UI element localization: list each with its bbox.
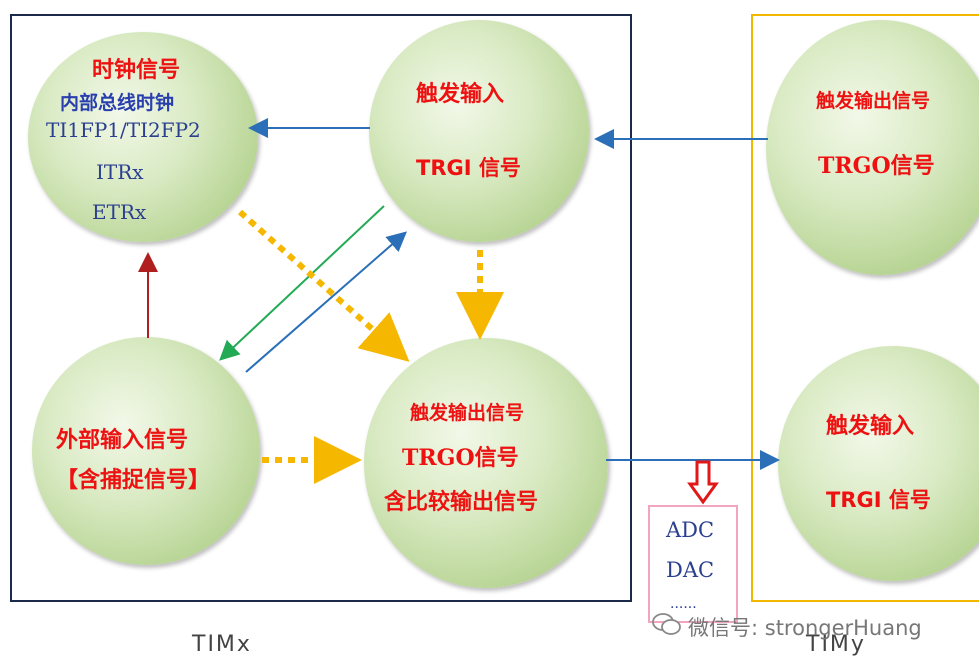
external-input-capture: 【含捕捉信号】 <box>56 467 211 493</box>
trigger-input-x-trgi: TRGI 信号 <box>416 156 521 180</box>
trigger-input-x-node <box>369 20 589 242</box>
trigger-output-x-title: 触发输出信号 <box>410 402 525 424</box>
adc-label: ADC <box>666 518 715 542</box>
timy-frame <box>751 14 979 602</box>
dac-label: DAC <box>666 558 715 582</box>
trigger-output-x-node <box>364 338 608 588</box>
clock-line-etrx: ETRx <box>92 200 147 224</box>
trigger-output-x-trgo: TRGO信号 <box>402 445 519 471</box>
trigger-input-y-node <box>778 346 979 581</box>
more-label: ...... <box>670 596 697 612</box>
trigger-output-y-node <box>766 20 979 275</box>
trigger-input-y-title: 触发输入 <box>826 413 915 439</box>
trigger-output-y-trgo: TRGO信号 <box>818 153 935 179</box>
watermark-text: 微信号: strongerHuang <box>688 616 922 640</box>
clock-title: 时钟信号 <box>92 57 181 83</box>
clock-line-ti1fp: TI1FP1/TI2FP2 <box>46 118 201 142</box>
clock-line-itrx: ITRx <box>96 160 144 184</box>
timy-label: TIMy <box>806 632 866 657</box>
trigger-input-y-trgi: TRGI 信号 <box>826 488 931 512</box>
trigger-output-x-compare: 含比较输出信号 <box>384 489 539 515</box>
arrow-external-to-trgi <box>245 231 408 373</box>
wechat-icon <box>652 612 682 636</box>
trigger-input-x-title: 触发输入 <box>416 81 505 107</box>
timx-label: TIMx <box>192 632 252 657</box>
timx-frame <box>10 14 632 602</box>
adc-dac-box <box>648 505 738 623</box>
dotted-arrow-clock-to-trgo <box>238 209 410 362</box>
clock-line-internal-bus: 内部总线时钟 <box>60 92 175 114</box>
clock-signal-node <box>28 32 258 242</box>
arrow-trgi-to-external <box>219 205 385 361</box>
trigger-output-y-title: 触发输出信号 <box>816 90 931 112</box>
external-input-title: 外部输入信号 <box>56 427 189 453</box>
down-arrow-icon <box>687 460 719 505</box>
external-input-node <box>32 337 260 565</box>
